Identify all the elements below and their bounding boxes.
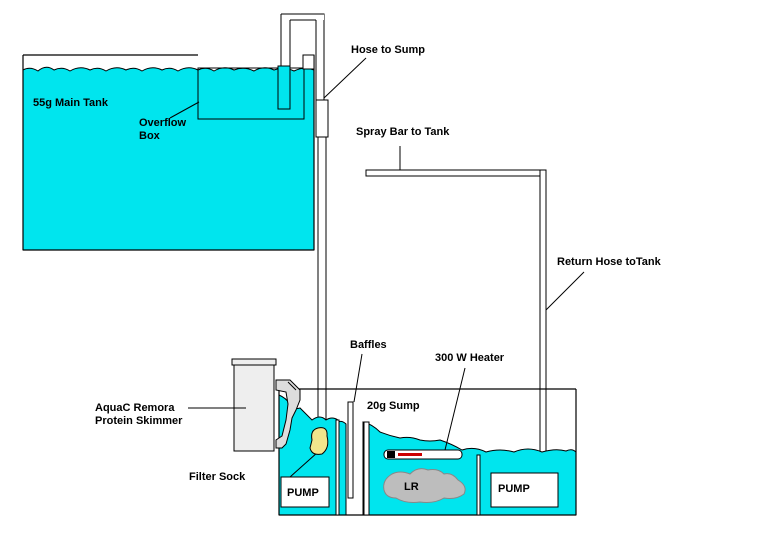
baffle-3: [363, 421, 370, 516]
heater: 300 W Heater: [383, 352, 505, 460]
overflow-label-line1: Overflow: [139, 117, 187, 129]
baffle-4: [476, 454, 481, 516]
main-tank-label: 55g Main Tank: [33, 97, 109, 109]
baffles-label: Baffles: [350, 339, 387, 351]
heater-label: 300 W Heater: [435, 352, 505, 364]
pump-left: PUMP: [280, 451, 330, 508]
heater-pointer: [444, 367, 466, 451]
main-tank: 55g Main Tank: [22, 54, 315, 251]
pump-right-label: PUMP: [498, 483, 530, 495]
live-rock: LR: [383, 468, 466, 503]
sump-label: 20g Sump: [367, 400, 420, 412]
skimmer-label-line1: AquaC Remora: [95, 402, 175, 414]
baffle-1: [335, 419, 340, 516]
skimmer-label-line2: Protein Skimmer: [95, 415, 183, 427]
spray-bar-label: Spray Bar to Tank: [356, 126, 450, 138]
return-line: Spray Bar to Tank Return Hose toTank: [356, 126, 662, 476]
overflow-pointer: [169, 101, 200, 119]
overflow-box: Overflow Box: [139, 54, 315, 142]
overflow-label-line2: Box: [139, 130, 161, 142]
pump-right: PUMP: [490, 472, 559, 508]
baffles-pointer: [353, 353, 363, 403]
baffle-2: [347, 401, 354, 499]
filter-sock-label: Filter Sock: [189, 471, 246, 483]
hose-pointer: [323, 57, 367, 99]
return-hose-label: Return Hose toTank: [557, 256, 662, 268]
main-tank-water: [22, 66, 315, 251]
pump-left-label: PUMP: [287, 487, 319, 499]
hose-to-sump-label: Hose to Sump: [351, 44, 425, 56]
return-hose-pointer: [545, 271, 585, 311]
protein-skimmer: AquaC Remora Protein Skimmer: [95, 358, 301, 452]
filter-sock: Filter Sock: [189, 427, 329, 483]
live-rock-label: LR: [404, 481, 419, 493]
